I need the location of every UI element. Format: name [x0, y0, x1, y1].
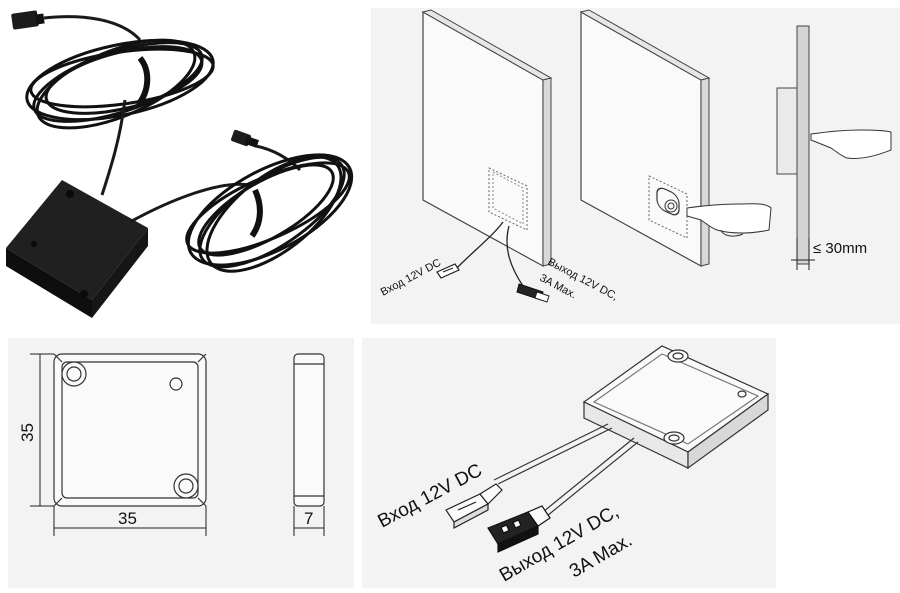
product-photo: [6, 10, 354, 318]
hand-icon-touch: [686, 203, 772, 237]
cabinet-panel-left: [421, 9, 553, 268]
height-dimension: [30, 353, 54, 507]
width-dimension-label: 35: [118, 509, 137, 528]
output-connector-small: [516, 283, 550, 303]
touch-sensor-zone: [656, 187, 680, 216]
output-connector-iso: [487, 505, 551, 553]
isometric-svg: Вход 12V DC Выход 12V DC, 3A Max.: [374, 345, 770, 586]
photo-cable-coil-2: [185, 153, 354, 273]
installation-svg: Вход 12V DC Выход 12V DC, 3A Max.: [379, 9, 892, 303]
photo-output-connector: [231, 129, 260, 148]
hand-icon-approach: [810, 129, 892, 159]
input-connector-small: [436, 263, 460, 279]
cabinet-panel-middle: [579, 9, 711, 268]
input-label-small: Вход 12V DC: [379, 257, 443, 299]
installation-diagram: Вход 12V DC Выход 12V DC, 3A Max.: [371, 8, 900, 324]
width-dimension: [53, 506, 207, 536]
height-dimension-label: 35: [18, 423, 37, 442]
thickness-dimension: [791, 238, 815, 270]
front-view: [53, 353, 207, 507]
photo-input-connector: [11, 10, 45, 30]
photo-cable-coil-1: [25, 38, 215, 130]
technical-drawing-svg: 35 35 7: [18, 353, 325, 536]
cables-iso: [493, 423, 639, 521]
input-connector-iso: [445, 483, 503, 529]
depth-dimension: [293, 506, 325, 536]
isometric-drawing: Вход 12V DC Выход 12V DC, 3A Max.: [362, 338, 776, 588]
depth-dimension-label: 7: [304, 509, 313, 528]
thickness-label: ≤ 30mm: [813, 240, 867, 257]
sensor-box-iso: [582, 345, 770, 470]
cabinet-panel-side: [776, 25, 810, 265]
technical-drawing: 35 35 7: [8, 338, 354, 588]
photo-sensor-box: [6, 180, 148, 318]
input-label: Вход 12V DC: [374, 460, 485, 532]
side-view: [293, 353, 325, 507]
